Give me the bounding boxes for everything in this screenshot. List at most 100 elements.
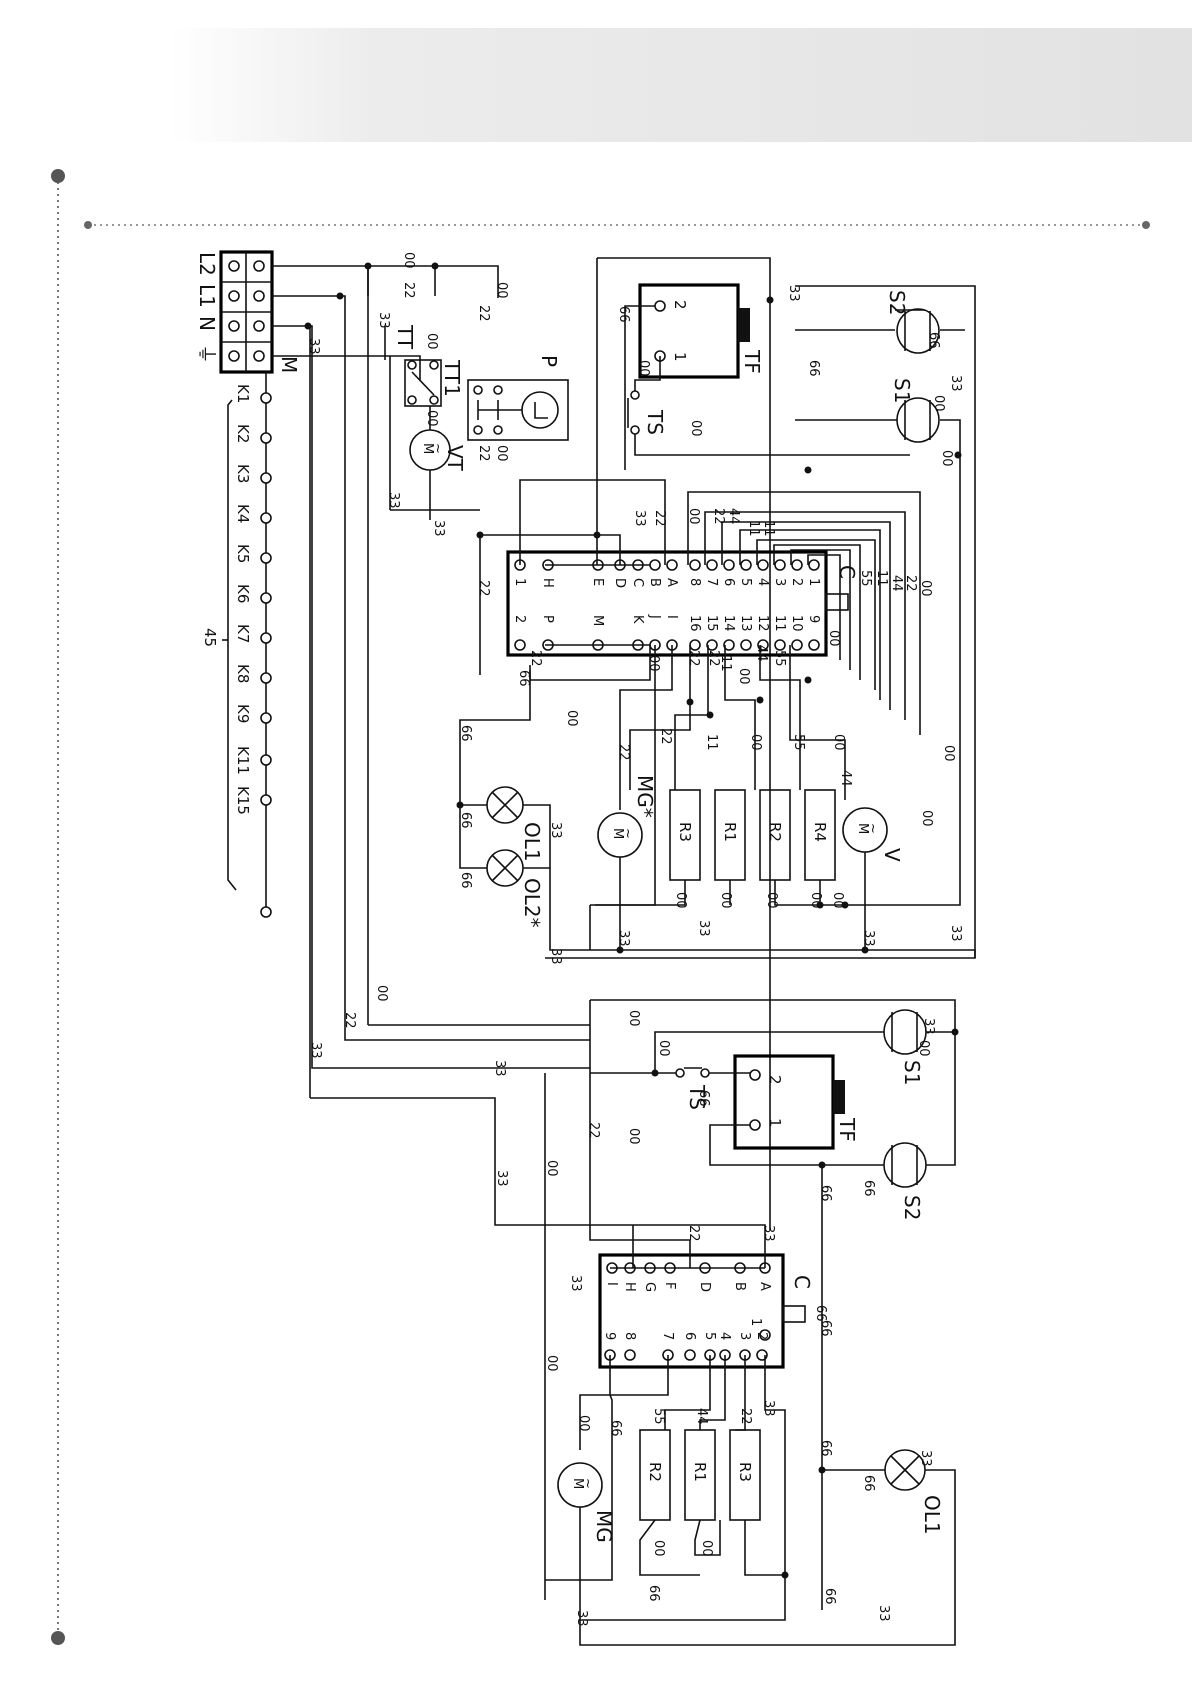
wire-number: 00 — [626, 1128, 641, 1145]
connector-pin-label: 11 — [772, 615, 787, 632]
wire-number: 33 — [876, 1605, 891, 1622]
connector-pin — [624, 1349, 636, 1361]
wire-number: 00 — [941, 745, 956, 762]
wire-number: 33 — [568, 1275, 583, 1292]
svg-text:M: M — [420, 443, 435, 454]
svg-text:M: M — [855, 823, 870, 834]
connector-pin-label: H — [622, 1282, 637, 1292]
connector-pin — [757, 559, 769, 571]
label-MG-lower: MG — [592, 1510, 616, 1543]
connector-pin — [706, 639, 718, 651]
relay-contact — [260, 512, 272, 524]
wire-number: 66 — [822, 1588, 837, 1605]
connector-pin-label: A — [757, 1282, 772, 1291]
connector-pin-label: 14 — [721, 615, 736, 632]
wire-number: 33 — [376, 312, 391, 329]
wire-number: 33 — [918, 1450, 933, 1467]
svg-text:~: ~ — [865, 823, 880, 834]
lower-unit: 2 1 TF TS S1 — [544, 999, 959, 1646]
wire-number: 00 — [939, 450, 954, 467]
connector-pin-label: K — [630, 615, 645, 624]
label-V-upper: V — [880, 848, 904, 862]
wire-number: 00 — [748, 734, 763, 751]
connector-pin-label: 2 — [789, 578, 804, 586]
upper-timer-TF: 2 1 TF — [624, 283, 764, 470]
wire-number: 33 — [861, 930, 876, 947]
wire-number: 00 — [626, 1010, 641, 1027]
lower-resistors: R2 R1 R3 — [639, 1429, 789, 1579]
connector-pin — [684, 1349, 696, 1361]
wire-number: 55 — [791, 734, 806, 751]
wire-number: 00 — [401, 252, 416, 269]
terminal-label-L1: L1 — [195, 284, 219, 308]
terminal-label-L2: L2 — [195, 252, 219, 276]
wire-number: 33 — [761, 1225, 776, 1242]
wire-number: 66 — [646, 1585, 661, 1602]
connector-pin-label: P — [540, 615, 555, 623]
relay-group-wire: 45 — [201, 628, 219, 647]
connector-pin-label: 9 — [806, 615, 821, 623]
label-TT1: TT1 — [440, 359, 464, 397]
relay-label-k7: K7 — [234, 624, 252, 643]
relay-label-k4: K4 — [234, 504, 252, 523]
supply-wires — [272, 262, 590, 1226]
relay-label-k6: K6 — [234, 584, 252, 603]
relay-contact — [260, 712, 272, 724]
relay-contact — [260, 432, 272, 444]
wire-number: 33 — [548, 822, 563, 839]
wire-number: 33 — [786, 285, 801, 302]
wire-number: 66 — [616, 306, 631, 323]
wire-number: 00 — [544, 1160, 559, 1177]
wire-number: 11 — [746, 520, 761, 537]
wire-number: 33 — [548, 948, 563, 965]
connector-pin — [689, 639, 701, 651]
label-VT: VT — [443, 445, 467, 472]
connector-pin-label: B — [647, 578, 662, 587]
connector-pin-label: 1 — [748, 1318, 763, 1326]
terminal-label-N: N — [195, 316, 219, 331]
svg-text:~: ~ — [620, 828, 635, 839]
wire-number: 33 — [761, 1400, 776, 1417]
connector-pin-label: F — [662, 1282, 677, 1289]
wire-number: 00 — [374, 985, 389, 1002]
relay-label-k9: K9 — [234, 704, 252, 723]
relay-label-k8: K8 — [234, 664, 252, 683]
svg-text:M: M — [570, 1478, 585, 1489]
label-P: P — [537, 355, 561, 367]
wire-number: 22 — [616, 744, 631, 761]
wire-number: 00 — [564, 710, 579, 727]
lower-motor-MG: M ~ MG — [557, 1462, 616, 1590]
connector-pin — [791, 559, 803, 571]
upper-switch-TS: TS — [627, 356, 910, 456]
connector-pin-label: 5 — [738, 578, 753, 586]
relay-contact — [260, 672, 272, 684]
relay-contact — [260, 472, 272, 484]
header-band — [170, 28, 1192, 142]
label-C-upper: C — [835, 565, 859, 579]
wire-number: 22 — [706, 650, 721, 667]
wire-number: 44 — [754, 645, 769, 662]
svg-text:~: ~ — [430, 443, 445, 454]
wire-number: 22 — [652, 510, 667, 527]
wire-number: 44 — [694, 1408, 709, 1425]
connector-pin-label: 2 — [754, 1332, 769, 1340]
connector-pin-label: 1 — [512, 578, 527, 586]
relay-contact — [260, 392, 272, 404]
connector-pin — [706, 559, 718, 571]
upper-unit: TT TT1 M ~ VT P — [389, 257, 976, 1230]
wire-number: 00 — [830, 892, 845, 909]
page-frame — [51, 169, 1150, 1645]
label-R3-lower: R3 — [736, 1462, 754, 1482]
svg-text:1: 1 — [671, 352, 689, 362]
label-TT: TT — [393, 324, 417, 350]
label-OL2-upper: OL2* — [520, 878, 544, 928]
label-OL1-lower: OL1 — [920, 1495, 944, 1535]
wire-number: 33 — [431, 520, 446, 537]
wire-number: 00 — [544, 1355, 559, 1372]
relay-contact — [260, 552, 272, 564]
lower-wire-bundle — [544, 1000, 786, 1621]
lower-timer-TF: 2 1 TF — [709, 1054, 859, 1166]
wire-number: 33 — [616, 930, 631, 947]
svg-text:M: M — [610, 828, 625, 839]
label-TF-lower: TF — [835, 1117, 859, 1142]
